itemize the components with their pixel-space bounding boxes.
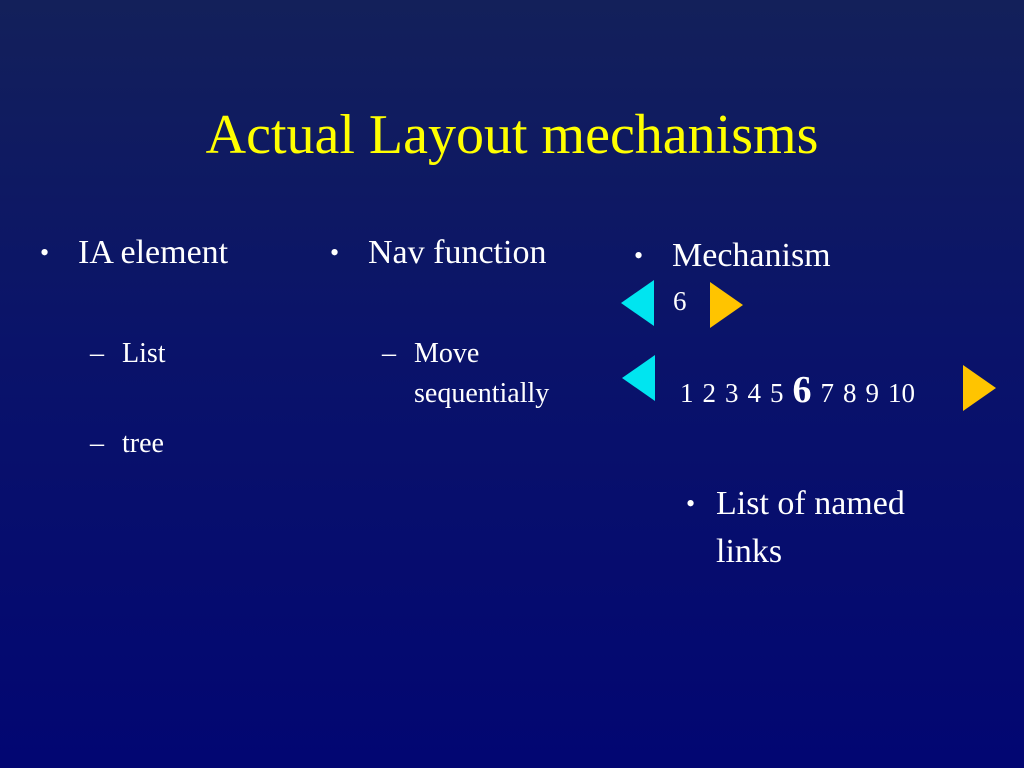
col1-item-label: tree bbox=[122, 428, 164, 459]
dash-icon: – bbox=[382, 338, 396, 369]
dash-icon: – bbox=[90, 428, 104, 459]
col3-heading: Mechanism bbox=[672, 237, 831, 274]
next-triangle-icon[interactable] bbox=[710, 282, 743, 328]
pager-page-link[interactable]: 10 bbox=[888, 378, 915, 408]
pager-page-link[interactable]: 1 bbox=[680, 378, 694, 408]
pager-prev-triangle-icon[interactable] bbox=[622, 355, 655, 401]
slide-title: Actual Layout mechanisms bbox=[205, 104, 819, 166]
col3-list-item-line1: List of named bbox=[716, 485, 905, 522]
col1-item-label: List bbox=[122, 338, 166, 369]
col3-list-item-line2: links bbox=[716, 533, 783, 570]
bullet-icon: • bbox=[40, 238, 50, 267]
pager-page-link[interactable]: 9 bbox=[865, 378, 880, 408]
pager-page-link[interactable]: 3 bbox=[725, 378, 739, 408]
col3-list-of-named-links: • List of named links bbox=[686, 484, 986, 574]
pager-current-page: 6 bbox=[792, 369, 812, 411]
pager-next-triangle-icon[interactable] bbox=[963, 365, 996, 411]
dash-icon: – bbox=[90, 338, 104, 369]
pager-page-link[interactable]: 5 bbox=[770, 378, 784, 408]
prev-triangle-icon[interactable] bbox=[621, 280, 654, 326]
col2-item-line1: Move bbox=[414, 338, 480, 369]
pager-page-link[interactable]: 2 bbox=[702, 378, 717, 408]
col1-heading: IA element bbox=[78, 234, 229, 271]
col2-item-line2: sequentially bbox=[414, 378, 550, 409]
col2-heading: Nav function bbox=[368, 234, 547, 271]
col2-item-move-sequentially: – Move sequentially bbox=[382, 334, 592, 418]
bullet-icon: • bbox=[330, 238, 340, 267]
mechanism-number: 6 bbox=[673, 286, 687, 316]
pager-page-link[interactable]: 4 bbox=[747, 378, 762, 408]
bullet-icon: • bbox=[686, 489, 696, 518]
pager-page-link[interactable]: 7 bbox=[820, 378, 835, 408]
bullet-icon: • bbox=[634, 241, 644, 270]
pager-page-link[interactable]: 8 bbox=[843, 378, 857, 408]
